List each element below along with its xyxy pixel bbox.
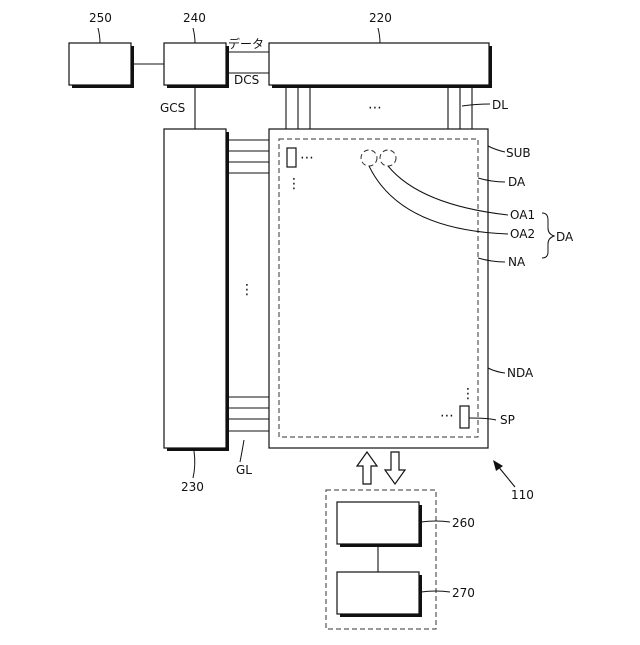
- leader-nda: [488, 368, 505, 373]
- label-220: 220: [369, 11, 392, 25]
- data-signal-label: データ: [228, 36, 264, 51]
- leader-230: [193, 451, 195, 478]
- sp-col-ellipsis: ⋮: [461, 386, 477, 402]
- label-230: 230: [181, 480, 204, 494]
- label-270: 270: [452, 586, 475, 600]
- block-260: [337, 502, 422, 547]
- leader-gl: [240, 440, 244, 462]
- oa1-label: OA1: [510, 208, 535, 222]
- dcs-signal-label: DCS: [234, 73, 259, 87]
- pixel-col-ellipsis: ⋮: [287, 176, 303, 192]
- pixel-top-left: [287, 148, 296, 167]
- da-brace-label: DA: [556, 230, 574, 244]
- sp-row-ellipsis: ⋯: [440, 408, 456, 424]
- leader-260: [421, 521, 450, 522]
- block-220: [269, 43, 492, 88]
- leader-sub: [488, 146, 505, 152]
- leader-250: [98, 28, 100, 43]
- label-260: 260: [452, 516, 475, 530]
- up-arrow: [357, 452, 377, 484]
- leader-dl: [462, 104, 490, 106]
- na-label: NA: [508, 255, 526, 269]
- oa2-label: OA2: [510, 227, 535, 241]
- block-230: [164, 129, 229, 451]
- nda-label: NDA: [507, 366, 534, 380]
- sp-label: SP: [500, 413, 515, 427]
- label-250: 250: [89, 11, 112, 25]
- pixel-row-ellipsis: ⋯: [300, 150, 316, 166]
- subpixel-sp: [460, 406, 469, 428]
- block-250: [69, 43, 134, 88]
- dl-label: DL: [492, 98, 508, 112]
- block-240: [164, 43, 229, 88]
- leader-240: [193, 28, 195, 43]
- label-110: 110: [511, 488, 534, 502]
- down-arrow: [385, 452, 405, 484]
- gl-label: GL: [236, 463, 252, 477]
- label-240: 240: [183, 11, 206, 25]
- leader-220: [378, 28, 380, 43]
- gcs-signal-label: GCS: [160, 101, 185, 115]
- ref-110-arrowhead: [493, 460, 503, 471]
- sub-label: SUB: [506, 146, 531, 160]
- data-lines-ellipsis: ⋯: [368, 100, 384, 116]
- block-270: [337, 572, 422, 617]
- da-brace: [542, 213, 554, 258]
- gate-driver-ellipsis: ⋮: [240, 282, 256, 298]
- da-top-label: DA: [508, 175, 526, 189]
